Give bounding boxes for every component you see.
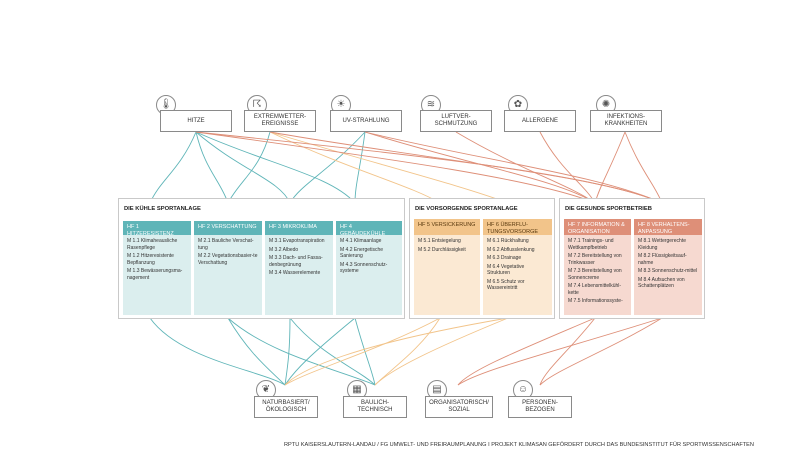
column-body: M 3.1 Evapotranspiration M 3.2 Albedo M … <box>265 235 333 315</box>
group-cool: DIE KÜHLE SPORTANLAGE HF 1 HITZERESISTEN… <box>118 198 405 319</box>
hazard-allergene: ALLERGENE <box>504 110 576 132</box>
column-body: M 1.1 Klimaheausliche Rasenpflege M 1.2 … <box>123 235 191 315</box>
category-organisatorisch: ORGANISATORISCH/ SOZIAL <box>425 396 493 418</box>
measure: M 6.1 Rückhaltung <box>487 238 529 244</box>
column-hf3: HF 3 MIKROKLIMA M 3.1 Evapotranspiration… <box>265 221 333 315</box>
column-hf7: HF 7 INFORMATION & ORGANISATION M 7.1 Tr… <box>564 219 631 315</box>
measure: M 5.1 Entsiegelung <box>418 238 461 244</box>
category-naturbasiert: NATURBASIERT/ ÖKOLOGISCH <box>254 396 318 418</box>
column-hf8: HF 8 VERHALTENS-ANPASSUNG M 8.1 Wetterge… <box>634 219 702 315</box>
measure: M 7.2 Bereitstellung von Trinkwasser <box>568 253 622 266</box>
measure: M 3.1 Evapotranspiration <box>269 238 325 244</box>
measure: M 1.3 Bewässerungsma-nagement <box>127 268 183 281</box>
column-header: HF 1 HITZERESISTENZ <box>123 221 191 237</box>
measure: M 7.3 Bereitstellung von Sonnencreme <box>568 268 622 281</box>
measure: M 7.4 Lebensmittelkühl-kette <box>568 283 622 296</box>
column-header: HF 6 ÜBERFLU-TUNGSVORSORGE <box>483 219 552 235</box>
group-title: DIE KÜHLE SPORTANLAGE <box>124 206 201 212</box>
measure: M 2.2 Vegetationsbasier-te Verschattung <box>198 253 258 266</box>
measure: M 4.2 Energetische Sanierung <box>340 246 384 260</box>
column-header: HF 4 GEBÄUDEKÜHLE <box>336 221 402 237</box>
measure: M 8.2 Flüssigkeitsauf-nahme <box>638 253 687 266</box>
column-header: HF 8 VERHALTENS-ANPASSUNG <box>634 219 702 235</box>
measure: M 3.4 Wasserelemente <box>269 270 321 276</box>
footer-credit: RPTU KAISERSLAUTERN-LANDAU / FG UMWELT- … <box>284 442 754 448</box>
column-body: M 4.1 Klimaanlage M 4.2 Energetische San… <box>336 235 402 315</box>
measure: M 6.4 Vegetative Strukturen <box>487 263 525 277</box>
group-healthy: DIE GESUNDE SPORTBETRIEB HF 7 INFORMATIO… <box>559 198 705 319</box>
measure: M 8.3 Sonnenschutz-mittel <box>638 268 698 274</box>
measure: M 6.5 Schutz vor Wassereintritt <box>487 278 525 292</box>
column-hf5: HF 5 VERSICKERUNG M 5.1 Entsiegelung M 5… <box>414 219 480 315</box>
measure: M 7.1 Trainings- und Wettkampfbetrieb <box>568 238 614 251</box>
hazard-hitze: HITZE <box>160 110 232 132</box>
column-body: M 5.1 Entsiegelung M 5.2 Durchlässigkeit <box>414 235 480 315</box>
measure: M 6.2 Abflusslenkung <box>487 246 535 253</box>
measure: M 6.3 Drainage <box>487 255 522 261</box>
measure: M 1.1 Klimaheausliche Rasenpflege <box>127 238 178 251</box>
column-header: HF 3 MIKROKLIMA <box>265 221 333 235</box>
measure: M 4.1 Klimaanlage <box>340 238 382 244</box>
group-title: DIE VORSORGENDE SPORTANLAGE <box>415 206 518 212</box>
measure: M 2.1 Bauliche Verschat-tung <box>198 238 254 251</box>
measure: M 1.2 Hitzeresistente Bepflanzung <box>127 253 174 266</box>
group-care: DIE VORSORGENDE SPORTANLAGE HF 5 VERSICK… <box>409 198 555 319</box>
measure: M 3.3 Dach- und Fassa-denbegrünung <box>269 255 323 268</box>
clipboard-icon: ▤ <box>427 380 447 400</box>
measure: M 5.2 Durchlässigkeit <box>418 246 466 253</box>
hazard-uv: UV-STRAHLUNG <box>330 110 402 132</box>
column-hf2: HF 2 VERSCHATTUNG M 2.1 Bauliche Verscha… <box>194 221 262 315</box>
measure: M 8.4 Aufsuchen von Schattenplätzen <box>638 276 685 290</box>
column-body: M 8.1 Wettergerechte Kleidung M 8.2 Flüs… <box>634 235 702 315</box>
measure: M 7.5 Informationssyste- <box>568 298 623 304</box>
column-hf4: HF 4 GEBÄUDEKÜHLE M 4.1 Klimaanlage M 4.… <box>336 221 402 315</box>
column-hf6: HF 6 ÜBERFLU-TUNGSVORSORGE M 6.1 Rückhal… <box>483 219 552 315</box>
column-hf1: HF 1 HITZERESISTENZ M 1.1 Klimaheauslich… <box>123 221 191 315</box>
measure: M 8.1 Wettergerechte Kleidung <box>638 238 686 251</box>
column-header: HF 5 VERSICKERUNG <box>414 219 480 235</box>
column-body: M 6.1 Rückhaltung M 6.2 Abflusslenkung M… <box>483 235 552 315</box>
group-title: DIE GESUNDE SPORTBETRIEB <box>565 206 652 212</box>
hazard-extremwetter: EXTREMWETTER-EREIGNISSE <box>244 110 316 132</box>
category-baulich: BAULICH-TECHNISCH <box>343 396 407 418</box>
measure: M 3.2 Albedo <box>269 246 299 253</box>
column-body: M 2.1 Bauliche Verschat-tung M 2.2 Veget… <box>194 235 262 315</box>
hazard-luftverschmutzung: LUFTVER-SCHMUTZUNG <box>420 110 492 132</box>
column-body: M 7.1 Trainings- und Wettkampfbetrieb M … <box>564 235 631 315</box>
measure: M 4.3 Sonnenschutz-systeme <box>340 261 388 275</box>
column-header: HF 7 INFORMATION & ORGANISATION <box>564 219 631 235</box>
hazard-infektionskrankheiten: INFEKTIONS-KRANKHEITEN <box>590 110 662 132</box>
column-header: HF 2 VERSCHATTUNG <box>194 221 262 235</box>
category-personenbezogen: PERSONEN-BEZOGEN <box>508 396 572 418</box>
